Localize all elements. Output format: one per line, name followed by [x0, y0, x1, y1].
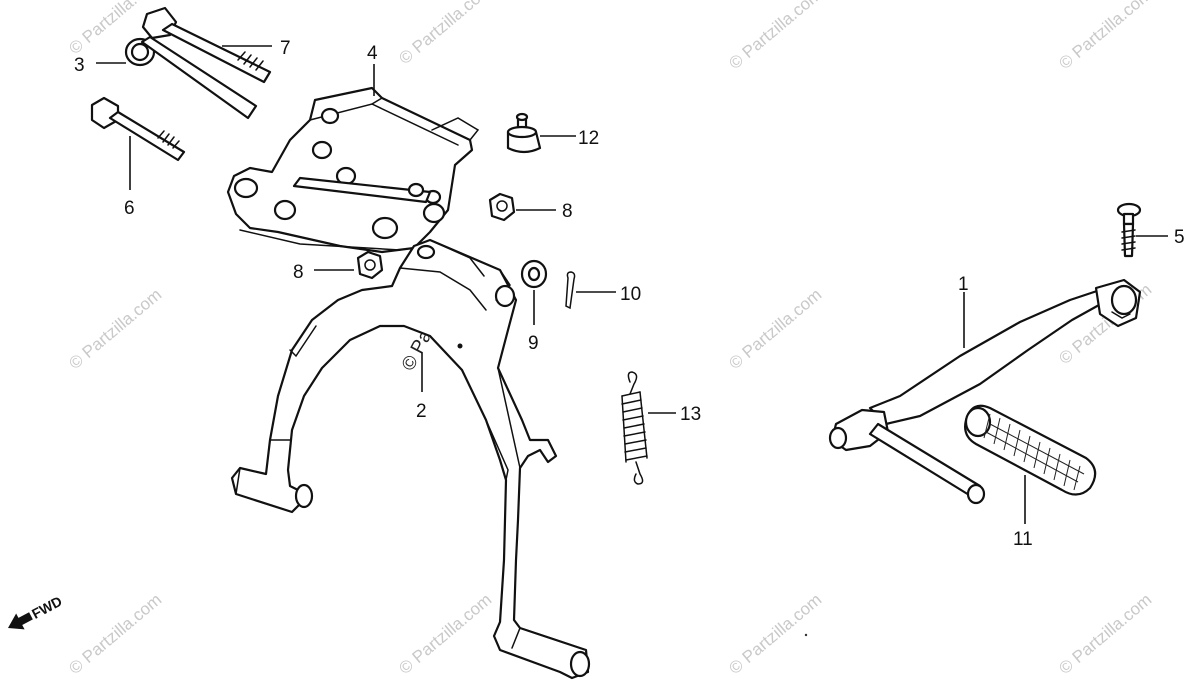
watermark: © Partzilla.com: [395, 0, 495, 68]
label-2: 2: [416, 401, 427, 422]
part-2-main-stand[interactable]: [230, 238, 591, 680]
part-4-bracket[interactable]: [226, 86, 480, 254]
watermark: © Partzilla.com: [65, 590, 165, 678]
part-9-washer[interactable]: [520, 259, 548, 289]
watermark: © Partzilla.com: [725, 590, 825, 678]
part-10-cotter-pin[interactable]: [565, 271, 576, 310]
fwd-label: FWD: [29, 593, 65, 622]
label-7: 7: [280, 38, 291, 59]
part-1-kick-arm[interactable]: [828, 278, 1142, 505]
label-5: 5: [1174, 227, 1185, 248]
part-13-spring[interactable]: [621, 371, 648, 485]
part-12-stopper[interactable]: [506, 112, 542, 154]
part-6-bolt[interactable]: [90, 96, 186, 162]
part-8-nut-lower[interactable]: [356, 250, 384, 280]
fwd-arrow: FWD: [8, 593, 65, 630]
watermark: © Partzilla.com: [1055, 590, 1155, 678]
watermark: © Partzilla.com: [725, 0, 825, 73]
part-7-bolt[interactable]: [141, 6, 272, 84]
watermark: © Partzilla.com: [395, 590, 495, 678]
label-10: 10: [620, 284, 641, 305]
leader-lines: [96, 45, 1168, 524]
label-6: 6: [124, 198, 135, 219]
stray-dot: [804, 633, 808, 637]
part-5-bolt[interactable]: [1116, 202, 1142, 258]
part-8-nut-upper[interactable]: [488, 192, 516, 222]
label-4: 4: [367, 43, 378, 64]
watermark: © Partzilla.com: [65, 285, 165, 373]
label-13: 13: [680, 404, 701, 425]
watermark: © Partzilla.com: [725, 285, 825, 373]
fwd-arrow-icon: [8, 612, 33, 630]
label-8a: 8: [562, 201, 573, 222]
label-3: 3: [74, 55, 85, 76]
part-11-grip[interactable]: [964, 404, 1097, 496]
label-9: 9: [528, 333, 539, 354]
label-1: 1: [958, 274, 969, 295]
watermark: © Partzilla.com: [1055, 0, 1155, 73]
label-11: 11: [1013, 529, 1033, 550]
callout-labels: 1 2 3 4 5 6 7 8 8 9 10 11 12 13: [74, 38, 1185, 550]
part-3-bolt[interactable]: [124, 35, 258, 120]
label-12: 12: [578, 128, 599, 149]
label-8b: 8: [293, 262, 304, 283]
